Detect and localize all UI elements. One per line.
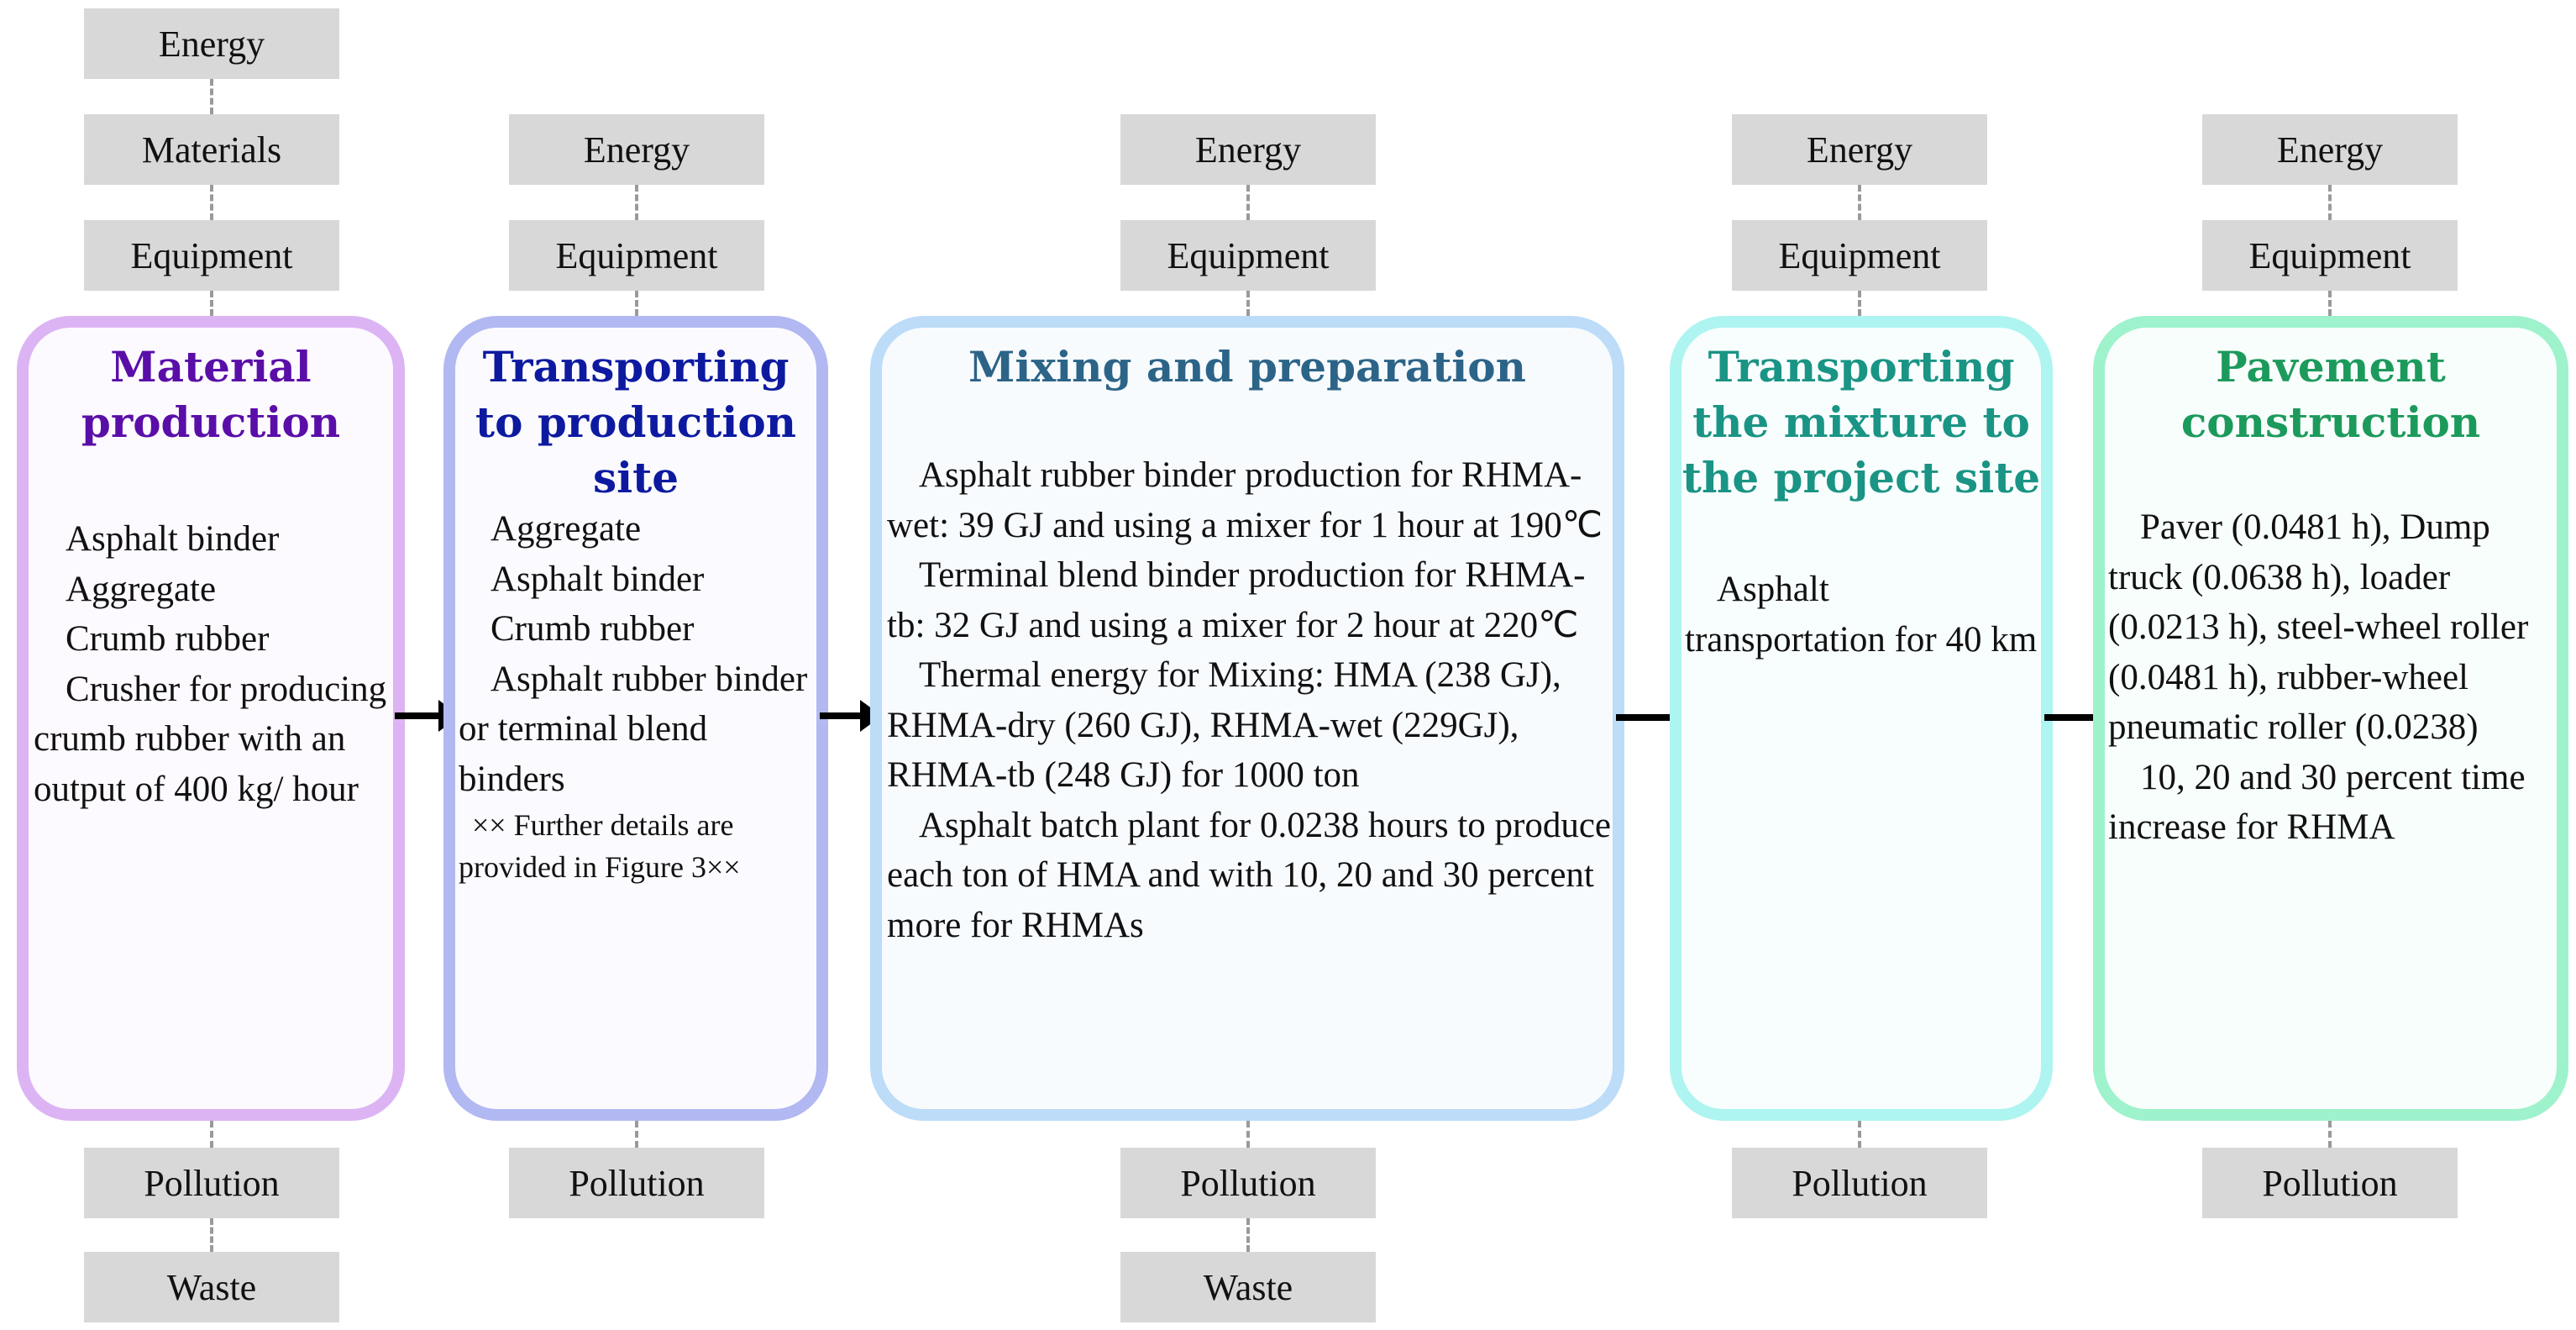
input-energy-tag: Energy [84,8,339,79]
stage-body: Asphalt transportation for 40 km [1685,565,2038,665]
stage-line: Crusher for producing crumb rubber with … [34,669,387,809]
stage-title: Transporting the mixture to the project … [1681,342,2041,502]
stage-title: Pavement construction [2180,342,2481,447]
connector-line [635,291,638,316]
flow-arrow [820,700,882,732]
stage-line: Aggregate [491,509,642,549]
stage-body: Asphalt binder Aggregate Crumb rubber Cr… [34,514,400,814]
stage-line: 10, 20 and 30 percent time increase for … [2108,757,2526,848]
input-equipment-tag: Equipment [84,220,339,291]
input-equipment-tag: Equipment [1120,220,1376,291]
input-equipment-tag: Equipment [509,220,764,291]
connector-line [210,1218,213,1252]
connector-line [1858,1121,1861,1148]
input-equipment-tag: Equipment [2202,220,2458,291]
stage-line: Crumb rubber [491,609,695,649]
stage-title: Mixing and preparation [968,342,1526,392]
stage-line: Asphalt rubber binder or terminal blend … [459,659,808,799]
stage-line: Paver (0.0481 h), Dump truck (0.0638 h),… [2108,507,2529,747]
stage-body: Asphalt rubber binder production for RHM… [887,450,1614,950]
stage-line: Asphalt transportation for 40 km [1685,570,2038,660]
connector-line [2328,185,2332,220]
stage-line: Crumb rubber [66,619,270,659]
stage-line: Asphalt batch plant for 0.0238 hours to … [887,805,1611,945]
output-pollution-tag: Pollution [509,1148,764,1218]
stage-transport-to-project: Transporting the mixture to the project … [1670,316,2053,1121]
connector-line [1858,291,1861,316]
stage-line: Terminal blend binder production for RHM… [887,555,1586,645]
output-pollution-tag: Pollution [84,1148,339,1218]
stage-title: Transporting to production site [475,342,797,502]
stage-line: Asphalt binder [491,559,705,599]
connector-line [210,185,213,220]
input-energy-tag: Energy [509,114,764,185]
stage-material-production: Material production Asphalt binder Aggre… [17,316,405,1121]
connector-line [1246,185,1250,220]
connector-line [210,79,213,114]
output-pollution-tag: Pollution [1120,1148,1376,1218]
stage-line: Asphalt rubber binder production for RHM… [887,455,1603,545]
input-materials-tag: Materials [84,114,339,185]
connector-line [1246,1218,1250,1252]
output-pollution-tag: Pollution [2202,1148,2458,1218]
input-energy-tag: Energy [1120,114,1376,185]
stage-body: Aggregate Asphalt binder Crumb rubber As… [459,504,815,888]
connector-line [1858,185,1861,220]
stage-transport-to-production: Transporting to production site Aggregat… [443,316,828,1121]
flow-arrow [395,700,460,732]
input-energy-tag: Energy [2202,114,2458,185]
input-energy-tag: Energy [1732,114,1987,185]
connector-line [635,1121,638,1148]
flow-arrow [1616,702,1693,733]
stage-pavement-construction: Pavement construction Paver (0.0481 h), … [2093,316,2568,1121]
connector-line [1246,1121,1250,1148]
connector-line [2328,291,2332,316]
stage-line: Asphalt binder [66,519,280,559]
output-waste-tag: Waste [84,1252,339,1322]
input-equipment-tag: Equipment [1732,220,1987,291]
connector-line [2328,1121,2332,1148]
stage-note: ×× Further details are provided in Figur… [459,808,741,884]
output-pollution-tag: Pollution [1732,1148,1987,1218]
stage-line: Thermal energy for Mixing: HMA (238 GJ),… [887,655,1561,795]
connector-line [635,185,638,220]
connector-line [210,1121,213,1148]
stage-body: Paver (0.0481 h), Dump truck (0.0638 h),… [2108,502,2562,853]
output-waste-tag: Waste [1120,1252,1376,1322]
stage-title: Material production [81,342,341,447]
connector-line [210,291,213,316]
stage-mixing-preparation: Mixing and preparation Asphalt rubber bi… [870,316,1624,1121]
stage-line: Aggregate [66,569,217,609]
connector-line [1246,291,1250,316]
flow-arrow [2044,702,2115,733]
